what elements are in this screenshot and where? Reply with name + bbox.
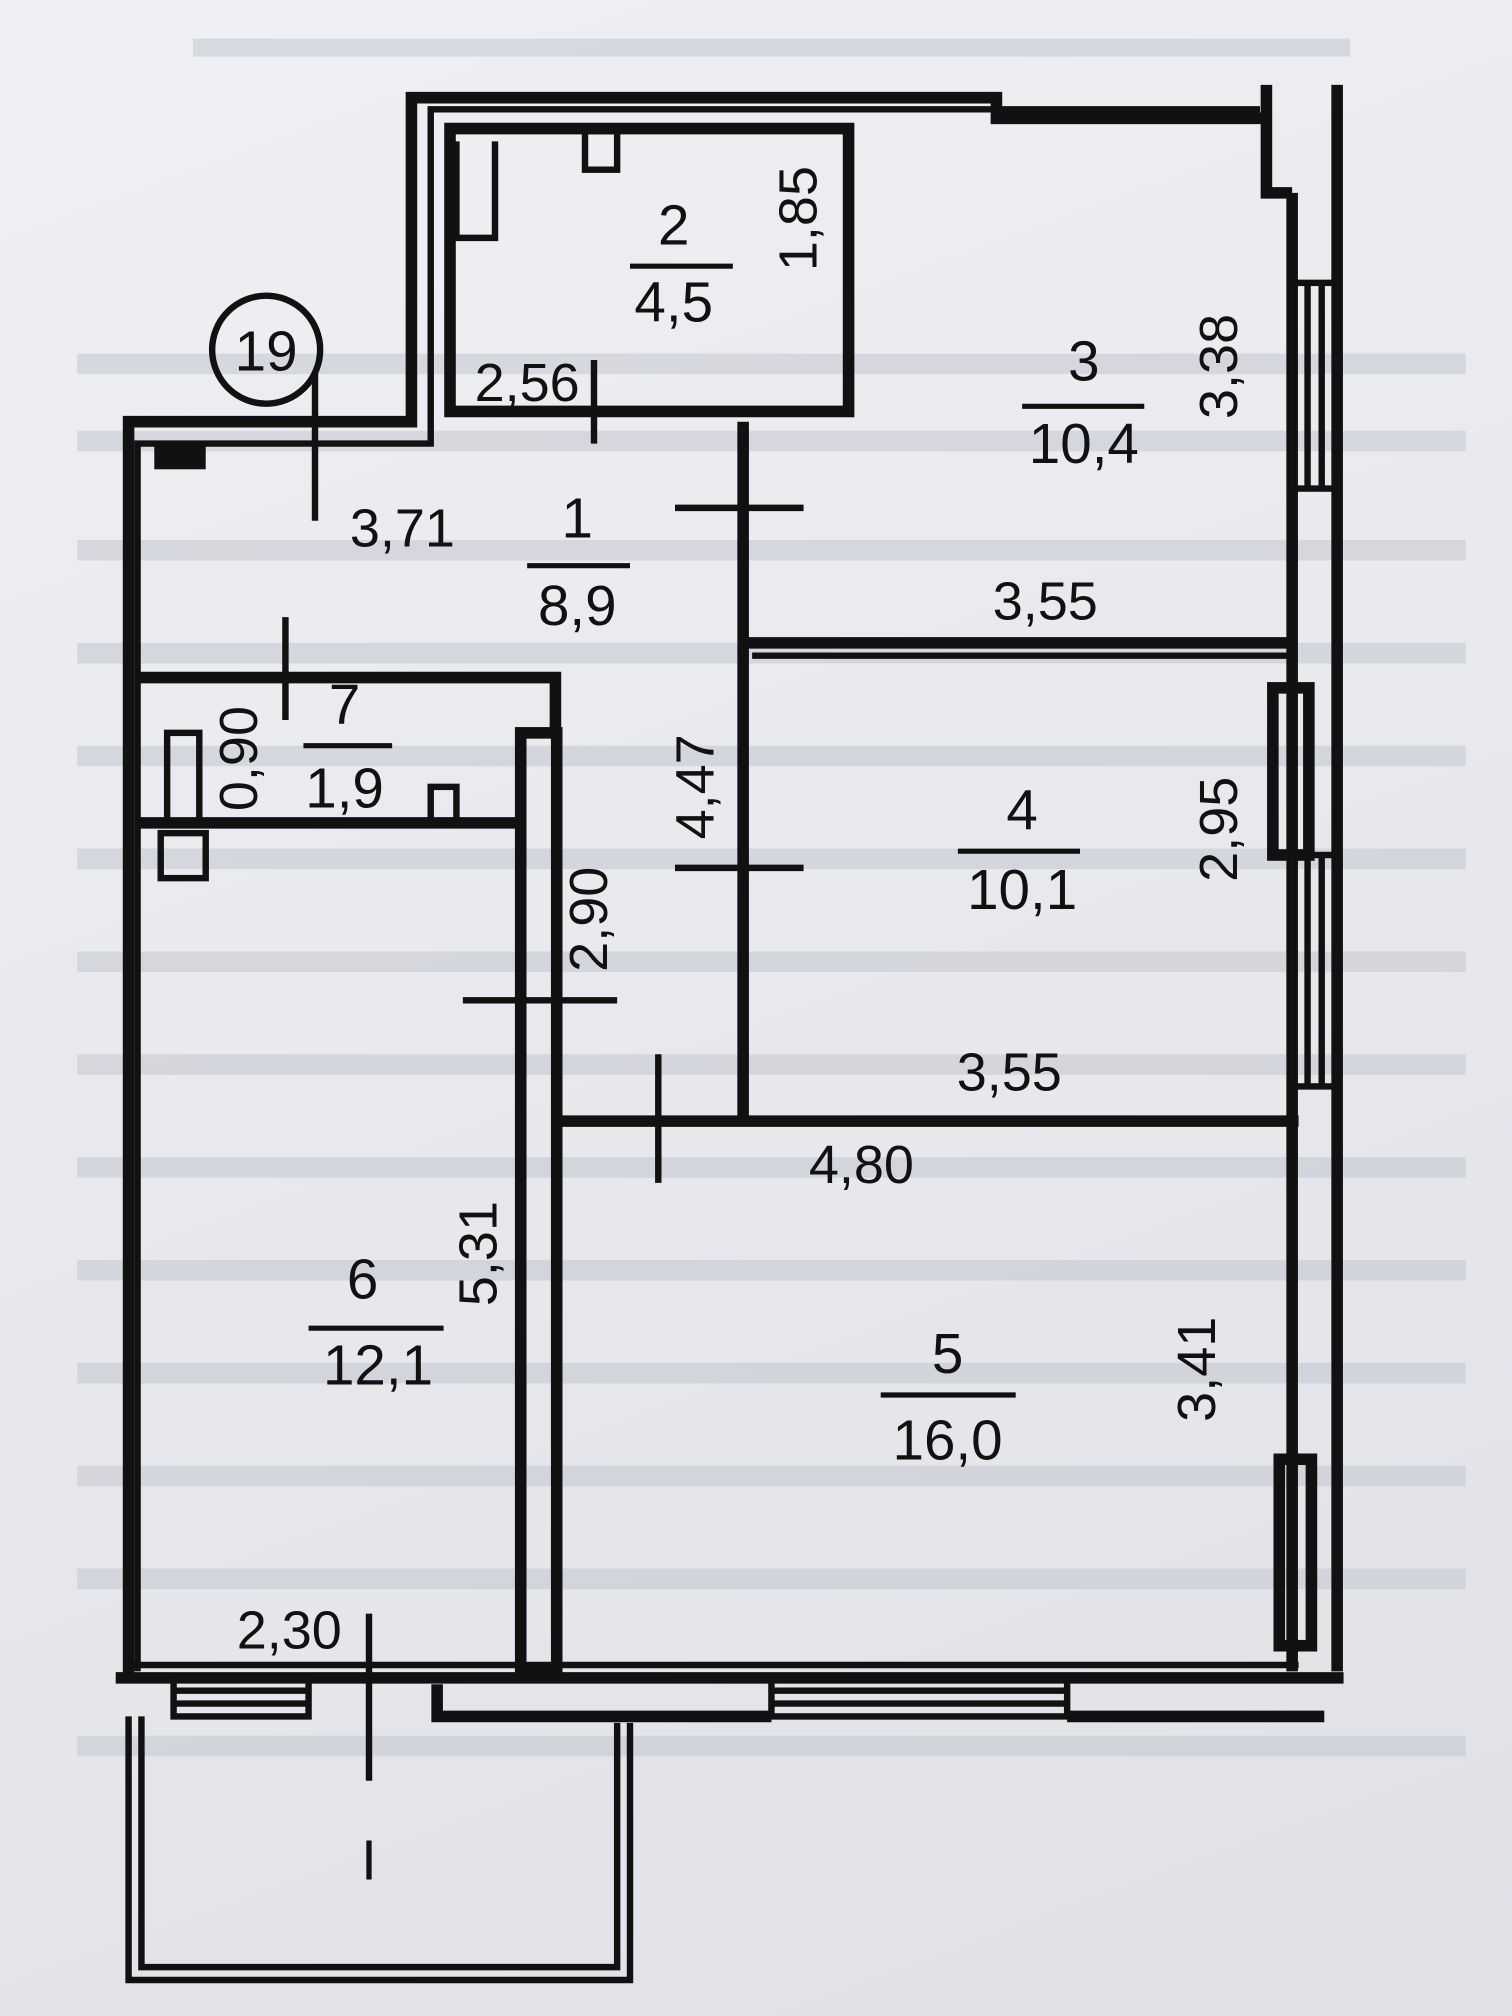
room-3-number: 3 (1068, 330, 1099, 393)
dim-2-30: 2,30 (237, 1600, 342, 1660)
window-right-mid (1288, 851, 1341, 1090)
dim-2-90: 2,90 (559, 867, 619, 972)
dim-3-41: 3,41 (1167, 1317, 1227, 1422)
dim-3-55-top: 3,55 (993, 572, 1098, 632)
room-2-area: 4,5 (634, 270, 713, 333)
window-bottom (170, 1674, 1325, 1723)
room-6-area: 12,1 (323, 1334, 433, 1397)
dim-1-85: 1,85 (768, 166, 828, 271)
dim-3-71: 3,71 (350, 498, 455, 558)
room-5-number: 5 (932, 1322, 963, 1385)
balcony-label: I (361, 1829, 377, 1892)
room-1-area: 8,9 (538, 574, 617, 637)
room-2-number: 2 (658, 193, 689, 256)
room-7-number: 7 (329, 673, 360, 736)
dimension-lines (282, 360, 804, 1781)
dim-3-55-mid: 3,55 (957, 1042, 1062, 1102)
stair-marker-label: 19 (235, 319, 298, 382)
background-document-text (77, 38, 1466, 1757)
room-4-number: 4 (1006, 778, 1037, 841)
window-right-top (1288, 279, 1341, 492)
room-6-number: 6 (347, 1248, 378, 1311)
dim-2-56: 2,56 (475, 353, 580, 413)
dim-0-90: 0,90 (209, 706, 269, 811)
room-labels: 1 8,9 2 4,5 3 10,4 4 10,1 5 16,0 6 12,1 … (303, 193, 1145, 1892)
room-5-area: 16,0 (893, 1408, 1003, 1471)
room-4-area: 10,1 (967, 858, 1077, 921)
walls (115, 84, 1344, 1984)
balcony (125, 1716, 634, 1984)
stair-marker: 19 (208, 292, 324, 407)
room-1-number: 1 (562, 486, 593, 549)
dim-5-31: 5,31 (448, 1201, 508, 1306)
dim-2-95: 2,95 (1189, 777, 1249, 882)
dim-4-47: 4,47 (666, 734, 726, 839)
radiator-room-5 (1273, 1453, 1318, 1652)
room-3-area: 10,4 (1029, 412, 1139, 475)
room-7-area: 1,9 (305, 756, 384, 819)
dim-4-80: 4,80 (809, 1135, 914, 1195)
dim-3-38: 3,38 (1189, 314, 1249, 419)
dimension-labels: 2,56 1,85 3,38 3,71 3,55 0,90 4,47 2,95 … (209, 166, 1249, 1660)
